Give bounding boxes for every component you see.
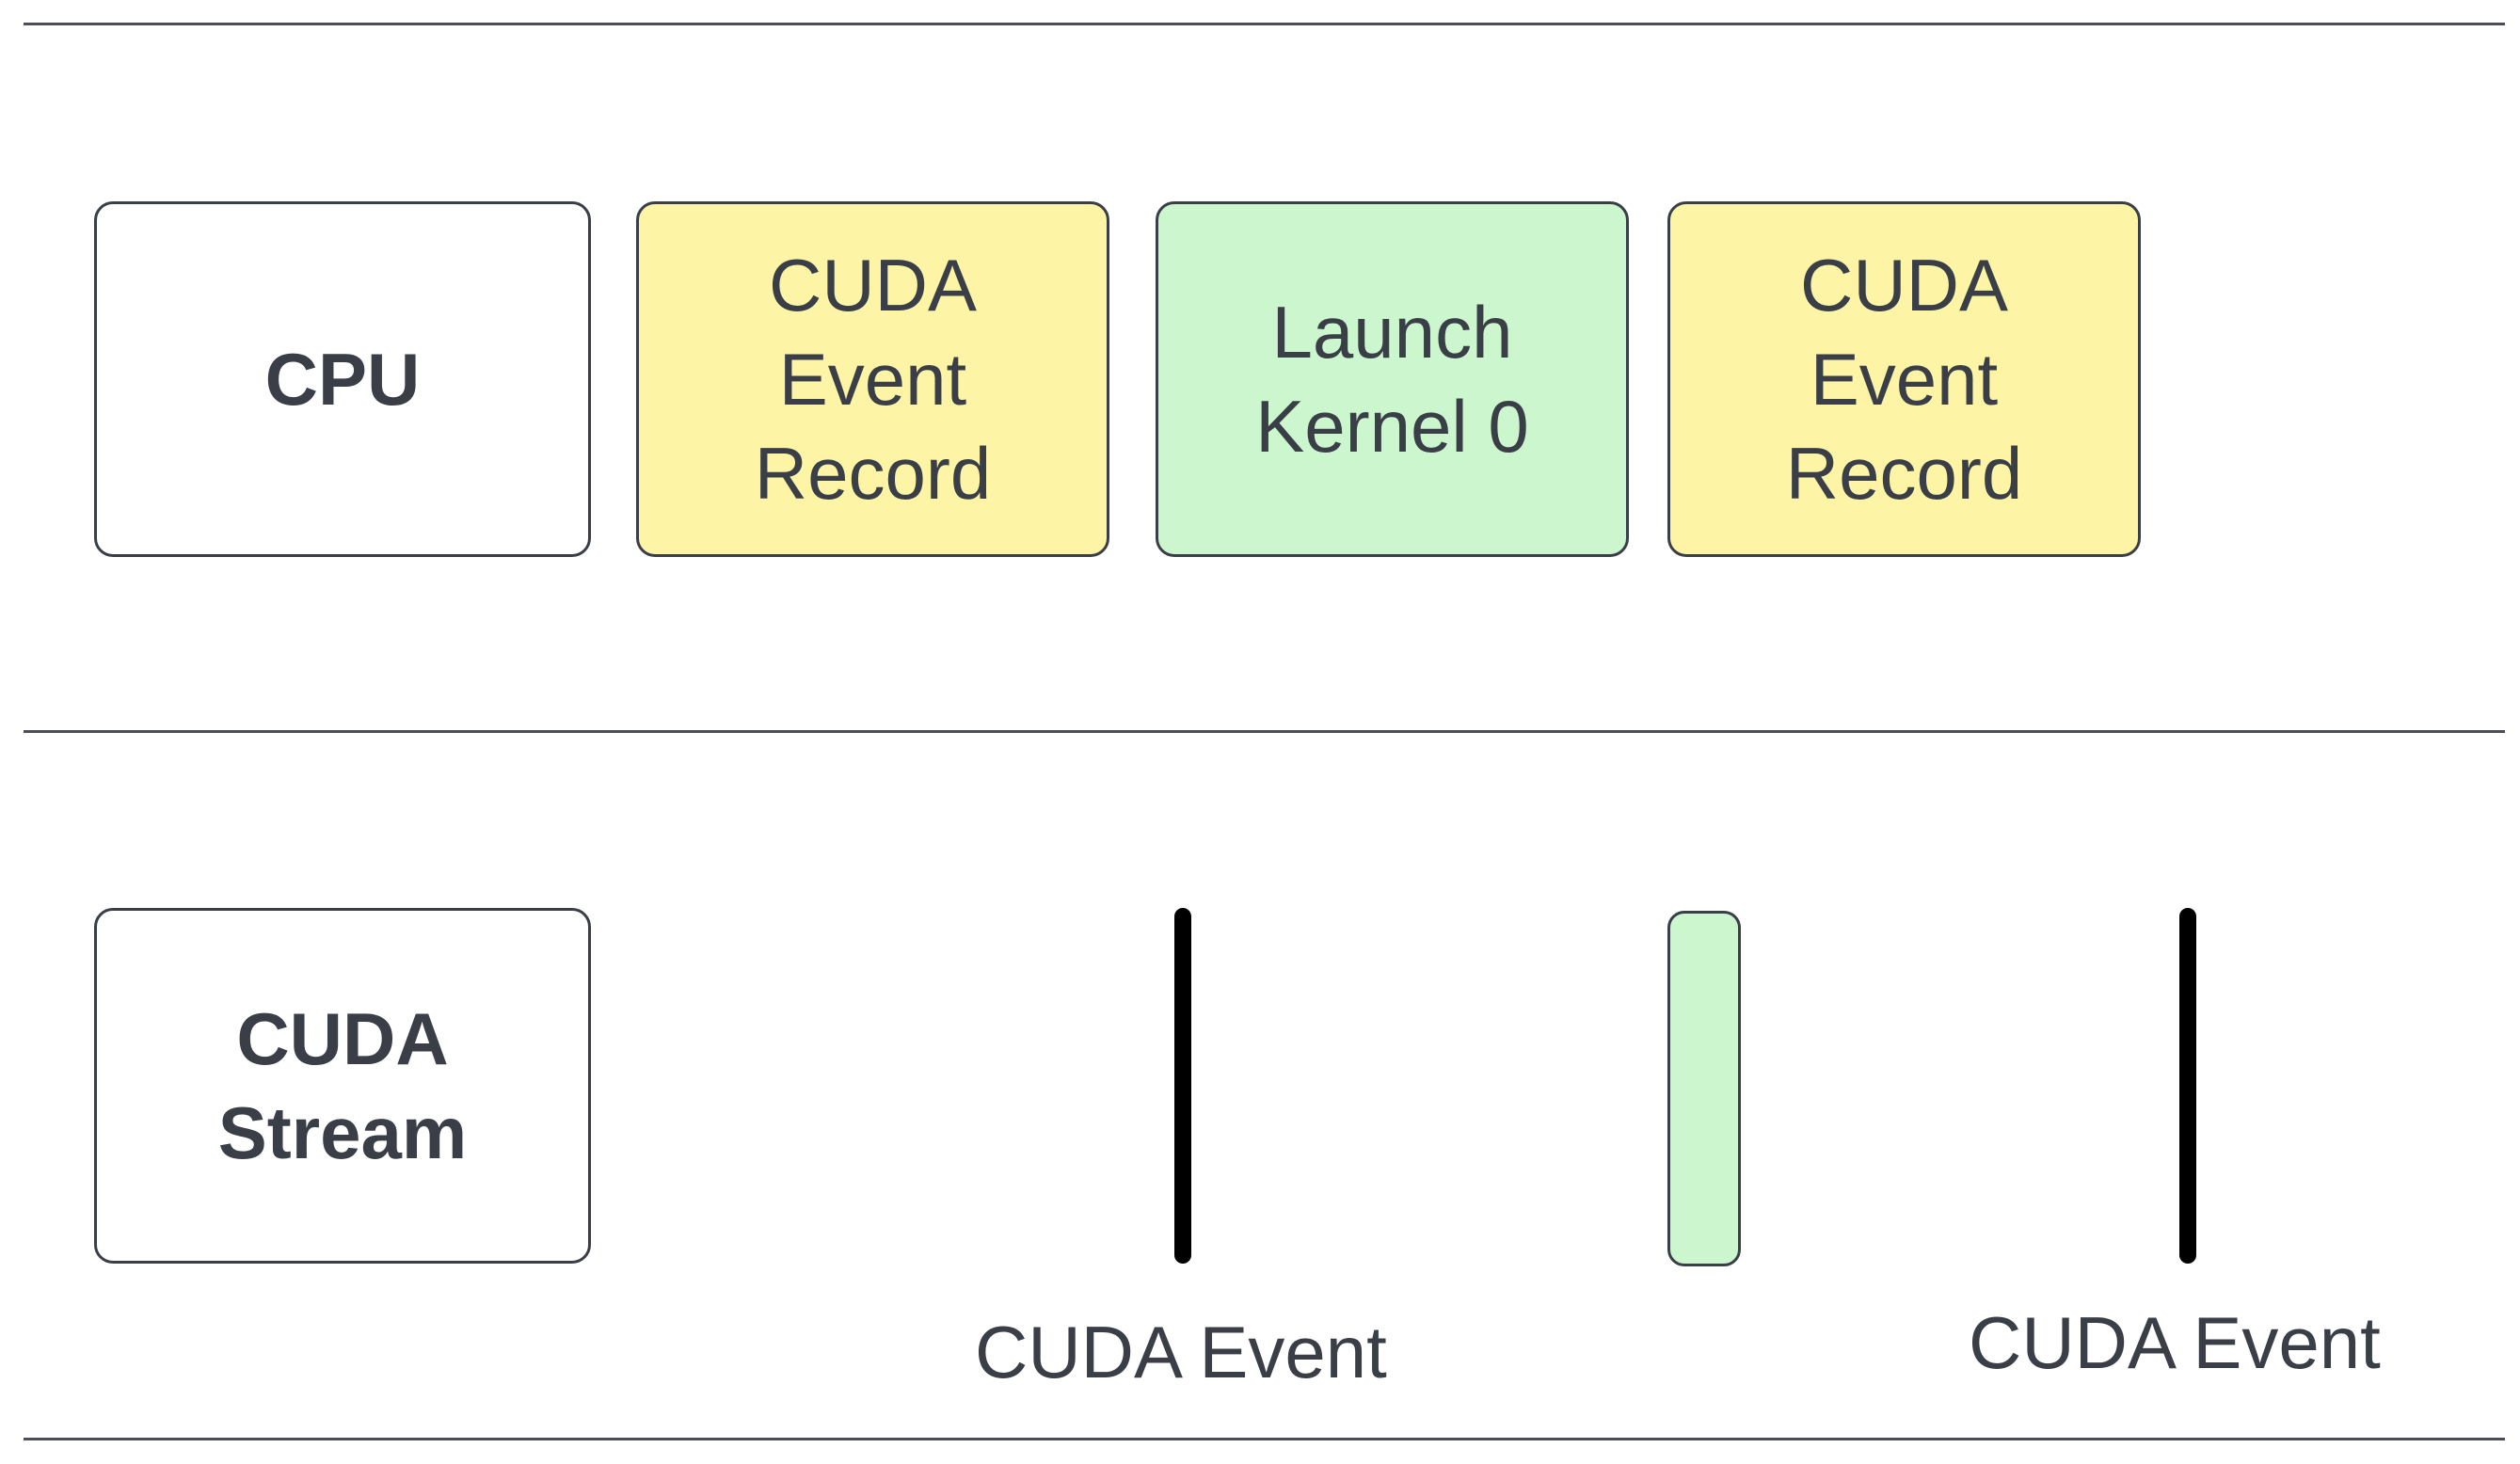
- top-divider: [24, 23, 2505, 25]
- stream-lane-header: CUDA Stream: [94, 908, 591, 1264]
- stream-lane-label: CUDA Stream: [217, 997, 468, 1174]
- stream-event-marker-2: [2179, 908, 2196, 1264]
- cpu-lane-label: CPU: [264, 338, 421, 421]
- stream-event-label-2: CUDA Event: [1969, 1301, 2381, 1384]
- cpu-step-label: CUDA Event Record: [754, 244, 992, 515]
- cpu-step-label: Launch Kernel 0: [1255, 291, 1529, 468]
- cpu-step-label: CUDA Event Record: [1785, 244, 2023, 515]
- bottom-divider: [24, 1438, 2505, 1440]
- stream-event-label-1: CUDA Event: [975, 1311, 1387, 1393]
- stream-event-marker-1: [1174, 908, 1191, 1264]
- cpu-step-event-record-1: CUDA Event Record: [636, 201, 1109, 557]
- stream-kernel-0-bar: [1667, 911, 1741, 1266]
- cpu-lane-header: CPU: [94, 201, 591, 557]
- cpu-step-launch-kernel: Launch Kernel 0: [1156, 201, 1629, 557]
- middle-divider: [24, 730, 2505, 733]
- cpu-step-event-record-2: CUDA Event Record: [1667, 201, 2141, 557]
